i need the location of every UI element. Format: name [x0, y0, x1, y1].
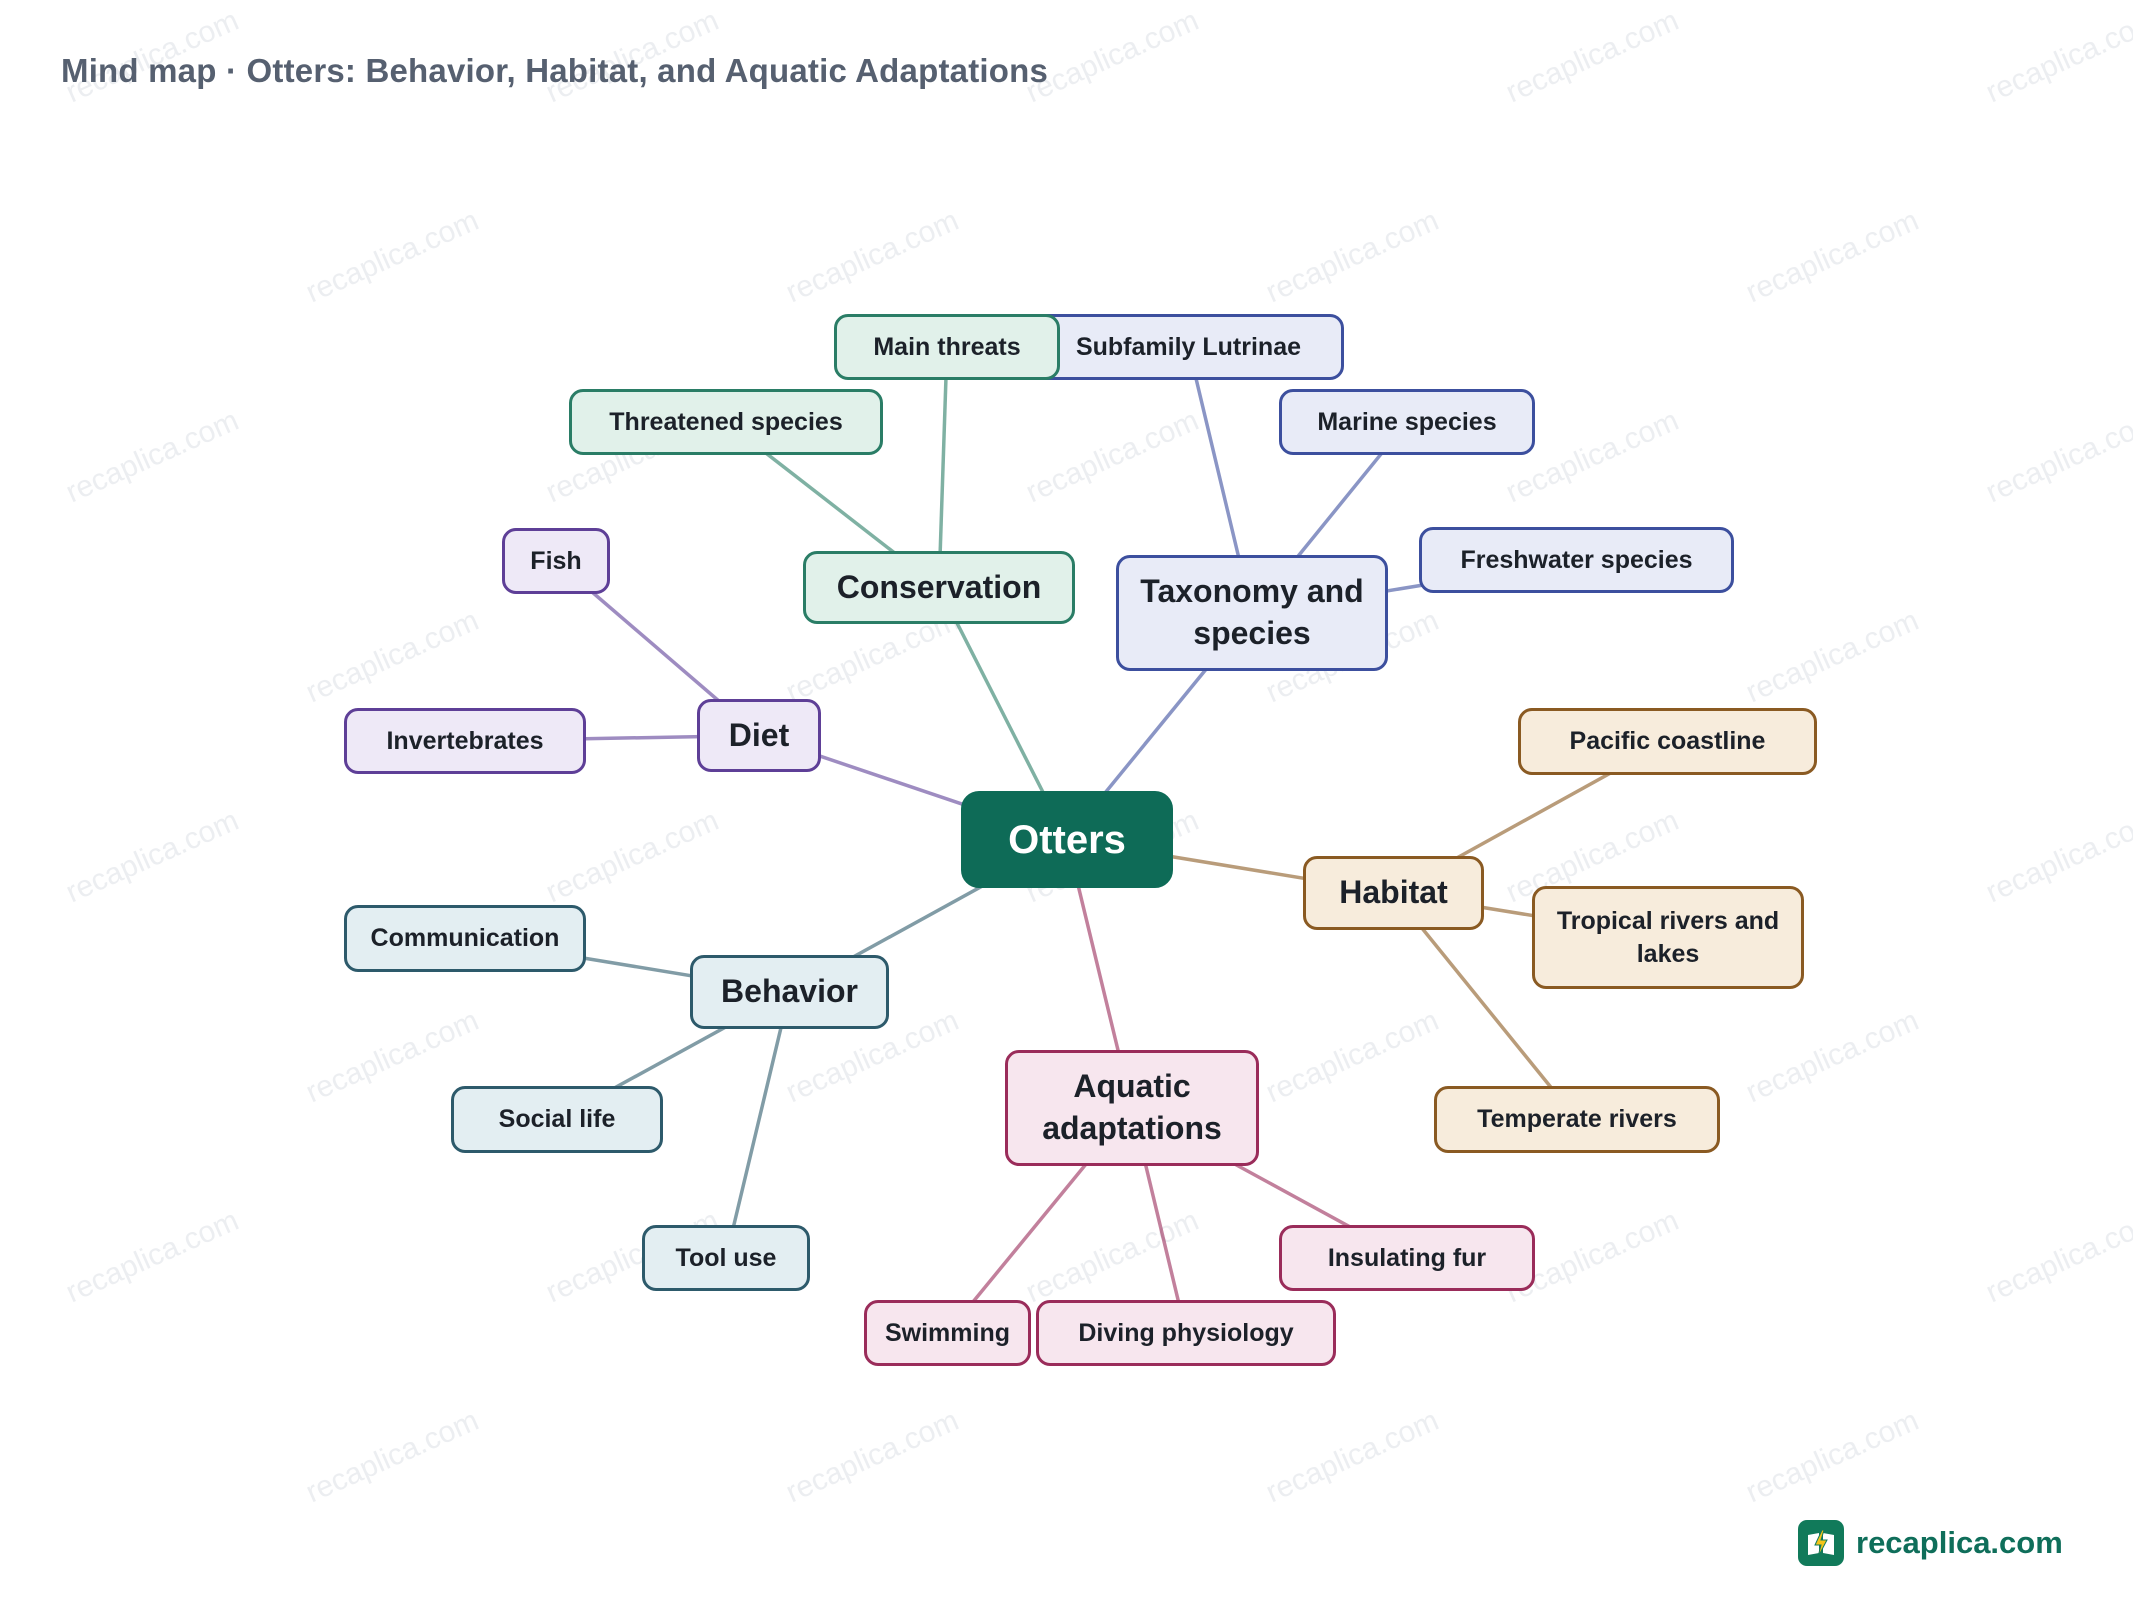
leaf-tool-use[interactable]: Tool use: [642, 1225, 810, 1291]
leaf-tropical-rivers-and-lakes[interactable]: Tropical rivers and lakes: [1532, 886, 1804, 989]
page-title: Mind map · Otters: Behavior, Habitat, an…: [61, 52, 1049, 89]
leaf-temperate-rivers[interactable]: Temperate rivers: [1434, 1086, 1720, 1153]
branch-conservation[interactable]: Conservation: [803, 551, 1075, 624]
branch-diet[interactable]: Diet: [697, 699, 821, 772]
leaf-threatened-species[interactable]: Threatened species: [569, 389, 883, 455]
brand-name: recaplica.com: [1856, 1525, 2063, 1560]
leaf-pacific-coastline[interactable]: Pacific coastline: [1518, 708, 1817, 775]
edge-branch-to-leaf: [724, 991, 792, 1259]
branch-aquatic-adaptations[interactable]: Aquatic adaptations: [1005, 1050, 1259, 1166]
edge-branch-to-leaf: [1392, 891, 1579, 1121]
leaf-freshwater-species[interactable]: Freshwater species: [1419, 527, 1734, 593]
branch-taxonomy-and-species[interactable]: Taxonomy and species: [1116, 555, 1388, 671]
leaf-insulating-fur[interactable]: Insulating fur: [1279, 1225, 1535, 1291]
branch-habitat[interactable]: Habitat: [1303, 856, 1484, 930]
brand-logo[interactable]: recaplica.com: [1798, 1520, 2063, 1566]
edge-branch-to-leaf: [937, 346, 949, 588]
leaf-diving-physiology[interactable]: Diving physiology: [1036, 1300, 1336, 1366]
leaf-fish[interactable]: Fish: [502, 528, 610, 594]
root-node[interactable]: Otters: [961, 791, 1173, 888]
book-lightning-icon: [1798, 1520, 1844, 1566]
leaf-marine-species[interactable]: Marine species: [1279, 389, 1535, 455]
leaf-communication[interactable]: Communication: [344, 905, 586, 972]
leaf-subfamily-lutrinae[interactable]: Subfamily Lutrinae: [1033, 314, 1344, 380]
leaf-main-threats[interactable]: Main threats: [834, 314, 1060, 380]
leaf-social-life[interactable]: Social life: [451, 1086, 663, 1153]
leaf-swimming[interactable]: Swimming: [864, 1300, 1031, 1366]
branch-behavior[interactable]: Behavior: [690, 955, 889, 1029]
leaf-invertebrates[interactable]: Invertebrates: [344, 708, 586, 774]
